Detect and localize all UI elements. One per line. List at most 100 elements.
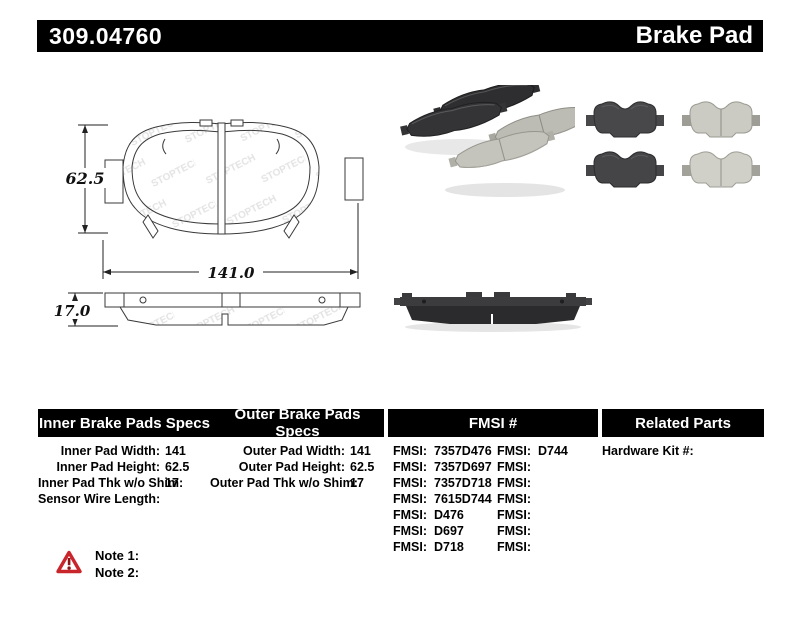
brake-pad-dark — [400, 101, 508, 137]
spec-label: Outer Pad Thk w/o Shim: — [210, 476, 358, 490]
spec-label: Sensor Wire Length: — [38, 492, 161, 506]
fmsi-value: 7357D718 — [434, 476, 492, 490]
fmsi-label: FMSI: — [497, 476, 532, 490]
brake-pad-front-light — [682, 151, 760, 188]
spec-row: Inner Pad Width: 141 — [38, 443, 189, 459]
brake-pad-light — [448, 130, 556, 168]
notes-list: Note 1: Note 2: — [95, 547, 139, 581]
fmsi-label: FMSI: — [497, 540, 532, 554]
edge-tab — [494, 292, 510, 299]
pad-thickness-dim: 17.0 — [54, 302, 91, 320]
edge-tab — [402, 293, 412, 299]
pad-set-photo — [586, 101, 760, 188]
related-parts-title: Related Parts — [635, 414, 731, 432]
pad-height-dim: 62.5 — [66, 169, 105, 188]
wear-tab-left — [142, 214, 159, 239]
spec-label: Inner Pad Width: — [60, 444, 160, 458]
note-line: Note 2: — [95, 564, 139, 581]
fmsi-row: FMSI: D718 — [393, 539, 492, 555]
fmsi-column-2: FMSI: D744 FMSI: FMSI: FMSI: FMSI: FMSI:… — [497, 443, 568, 555]
fmsi-label: FMSI: — [497, 492, 532, 506]
inner-specs-title: Inner Brake Pads Specs — [39, 414, 210, 432]
fmsi-column-1: FMSI: 7357D476 FMSI: 7357D697 FMSI: 7357… — [393, 443, 492, 555]
fmsi-value: D697 — [434, 524, 464, 538]
right-ear-outline — [344, 157, 364, 201]
friction-material-edge — [119, 306, 349, 326]
spec-row: Inner Pad Thk w/o Shim: 17 — [38, 475, 189, 491]
note-label: Note 1: — [95, 548, 140, 563]
top-tab-left — [199, 119, 213, 127]
fmsi-title: FMSI # — [468, 414, 518, 432]
spec-value: 141 — [165, 444, 186, 458]
related-parts-rows: Hardware Kit #: — [602, 443, 699, 459]
front-view-drawing: STOPTECH STOPTECH 62.5 141.0 — [59, 119, 364, 282]
backing-plate-edge-photo — [400, 297, 586, 306]
fmsi-row: FMSI: D697 — [393, 523, 492, 539]
fmsi-row: FMSI: — [497, 491, 568, 507]
fmsi-row: FMSI: 7357D697 — [393, 459, 492, 475]
rivet-hole — [139, 296, 147, 304]
spec-row: Outer Pad Height: 62.5 — [210, 459, 375, 475]
fmsi-label: FMSI: — [497, 524, 532, 538]
fmsi-label: FMSI: — [497, 460, 532, 474]
spec-label: Inner Pad Height: — [56, 460, 160, 474]
fmsi-label: FMSI: — [497, 444, 532, 458]
brake-pad-back-dark — [586, 101, 664, 138]
chamfer-mark-left — [162, 138, 167, 155]
fmsi-row: FMSI: — [497, 523, 568, 539]
spec-row: Outer Pad Thk w/o Shim: 17 — [210, 475, 374, 491]
related-label: Hardware Kit #: — [602, 444, 694, 458]
fmsi-row: FMSI: D744 — [497, 443, 568, 459]
inner-specs-rows: Inner Pad Width: 141 Inner Pad Height: 6… — [38, 443, 189, 507]
fmsi-label: FMSI: — [393, 524, 428, 538]
edge-ear — [394, 298, 400, 305]
spec-label: Inner Pad Thk w/o Shim: — [38, 476, 184, 490]
arrow-left-icon — [103, 269, 111, 275]
arrow-right-icon — [350, 269, 358, 275]
spec-value: 141 — [350, 444, 371, 458]
fmsi-row: FMSI: — [497, 539, 568, 555]
chamfer-mark-right — [275, 138, 280, 155]
center-slot — [217, 122, 226, 235]
fmsi-label: FMSI: — [393, 476, 428, 490]
fmsi-value: 7357D476 — [434, 444, 492, 458]
fmsi-value: D476 — [434, 508, 464, 522]
fmsi-row: FMSI: 7357D476 — [393, 443, 492, 459]
dim-label-bg — [48, 301, 95, 319]
spec-value: 62.5 — [165, 460, 190, 474]
fmsi-label: FMSI: — [393, 492, 428, 506]
related-row: Hardware Kit #: — [602, 443, 699, 459]
photo-shadow — [405, 322, 581, 332]
rivet-dot — [422, 299, 426, 304]
pads-group-photo — [400, 85, 575, 197]
related-parts-header-bar: Related Parts — [602, 409, 764, 437]
fmsi-label: FMSI: — [497, 508, 532, 522]
specs-header-bar: Inner Brake Pads Specs Outer Brake Pads … — [38, 406, 384, 440]
spec-row: Outer Pad Width: 141 — [210, 443, 374, 459]
edge-ear — [586, 298, 592, 305]
brake-pad-front-light — [682, 101, 760, 138]
fmsi-row: FMSI: D476 — [393, 507, 492, 523]
fmsi-label: FMSI: — [393, 460, 428, 474]
brake-pad-back-dark — [586, 151, 664, 188]
outer-specs-rows: Outer Pad Width: 141 Outer Pad Height: 6… — [210, 443, 374, 491]
fmsi-header-bar: FMSI # — [388, 409, 598, 437]
spec-value: 17 — [165, 476, 179, 490]
pad-width-dim: 141.0 — [208, 264, 256, 282]
top-tab-right — [230, 119, 244, 127]
photo-shadow — [445, 183, 565, 197]
spec-label: Outer Pad Height: — [238, 460, 345, 474]
dim-label-bg — [59, 168, 111, 188]
spec-row: Inner Pad Height: 62.5 — [38, 459, 190, 475]
edge-tab — [466, 292, 482, 299]
title-bar: 309.04760 Brake Pad — [37, 20, 763, 52]
rivet-hole — [318, 296, 326, 304]
fmsi-row: FMSI: — [497, 507, 568, 523]
part-number: 309.04760 — [49, 22, 163, 49]
spec-label: Outer Pad Width: — [243, 444, 345, 458]
friction-surface-outline — [131, 129, 311, 225]
note-line: Note 1: — [95, 547, 139, 564]
fmsi-row: FMSI: — [497, 475, 568, 491]
warning-icon — [56, 550, 82, 574]
spec-value: 62.5 — [350, 460, 375, 474]
